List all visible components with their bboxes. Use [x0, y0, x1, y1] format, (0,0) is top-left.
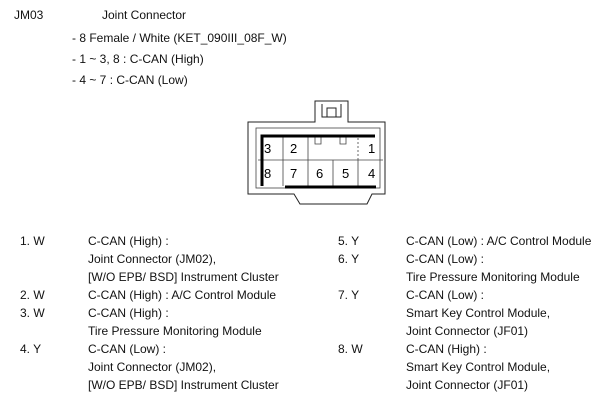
- pin-desc: [W/O EPB/ BSD] Instrument Cluster: [88, 378, 279, 392]
- pin-grid: [258, 136, 383, 186]
- pin-desc: Tire Pressure Monitoring Module: [88, 324, 262, 338]
- connector-housing: [247, 100, 386, 205]
- pin-desc: C-CAN (Low) :: [406, 252, 485, 266]
- spec-line: - 8 Female / White (KET_090III_08F_W): [72, 31, 287, 45]
- pin-number: 7: [290, 166, 297, 181]
- pin-label: 2. W: [20, 288, 45, 302]
- pin-desc: Joint Connector (JM02),: [88, 360, 217, 374]
- pin-desc: C-CAN (High) :: [88, 306, 169, 320]
- pin-number: 8: [264, 166, 271, 181]
- pin-number: 2: [290, 141, 297, 156]
- pin-label: 5. Y: [338, 234, 360, 248]
- connector-title: Joint Connector: [102, 8, 187, 22]
- pin-desc: Smart Key Control Module,: [406, 360, 551, 374]
- pin-number: 5: [342, 166, 349, 181]
- spec-line: - 1 ~ 3, 8 : C-CAN (High): [72, 52, 204, 66]
- can-bus-trace: [260, 134, 375, 186]
- connector-latch: [321, 104, 342, 118]
- pin-desc: Joint Connector (JF01): [406, 378, 529, 392]
- pin-desc: Smart Key Control Module,: [406, 306, 551, 320]
- spec-line: - 4 ~ 7 : C-CAN (Low): [72, 73, 188, 87]
- pin-desc: C-CAN (High) :: [88, 234, 169, 248]
- pin-label: 8. W: [338, 342, 363, 356]
- pin-desc: Joint Connector (JF01): [406, 324, 529, 338]
- pin-desc: C-CAN (High) :: [406, 342, 487, 356]
- pin-label: 6. Y: [338, 252, 360, 266]
- pin-label: 3. W: [20, 306, 45, 320]
- pin-desc: C-CAN (Low) :: [406, 288, 485, 302]
- pin-number: 6: [316, 166, 323, 181]
- pin-label: 1. W: [20, 234, 45, 248]
- connector-latch-tab: [326, 107, 337, 118]
- pin-label: 4. Y: [20, 342, 42, 356]
- connector-code: JM03: [14, 8, 44, 22]
- contact-stubs: [314, 136, 347, 145]
- pin-label: 7. Y: [338, 288, 360, 302]
- pin-number: 1: [368, 141, 375, 156]
- pin-desc: Joint Connector (JM02),: [88, 252, 217, 266]
- pin-number: 4: [368, 166, 375, 181]
- pin-desc: Tire Pressure Monitoring Module: [406, 270, 580, 284]
- pin-desc: C-CAN (Low) : A/C Control Module: [406, 234, 592, 248]
- pin-desc: C-CAN (High) : A/C Control Module: [88, 288, 277, 302]
- pin-desc: C-CAN (Low) :: [88, 342, 167, 356]
- pin-number: 3: [264, 141, 271, 156]
- pin-desc: [W/O EPB/ BSD] Instrument Cluster: [88, 270, 279, 284]
